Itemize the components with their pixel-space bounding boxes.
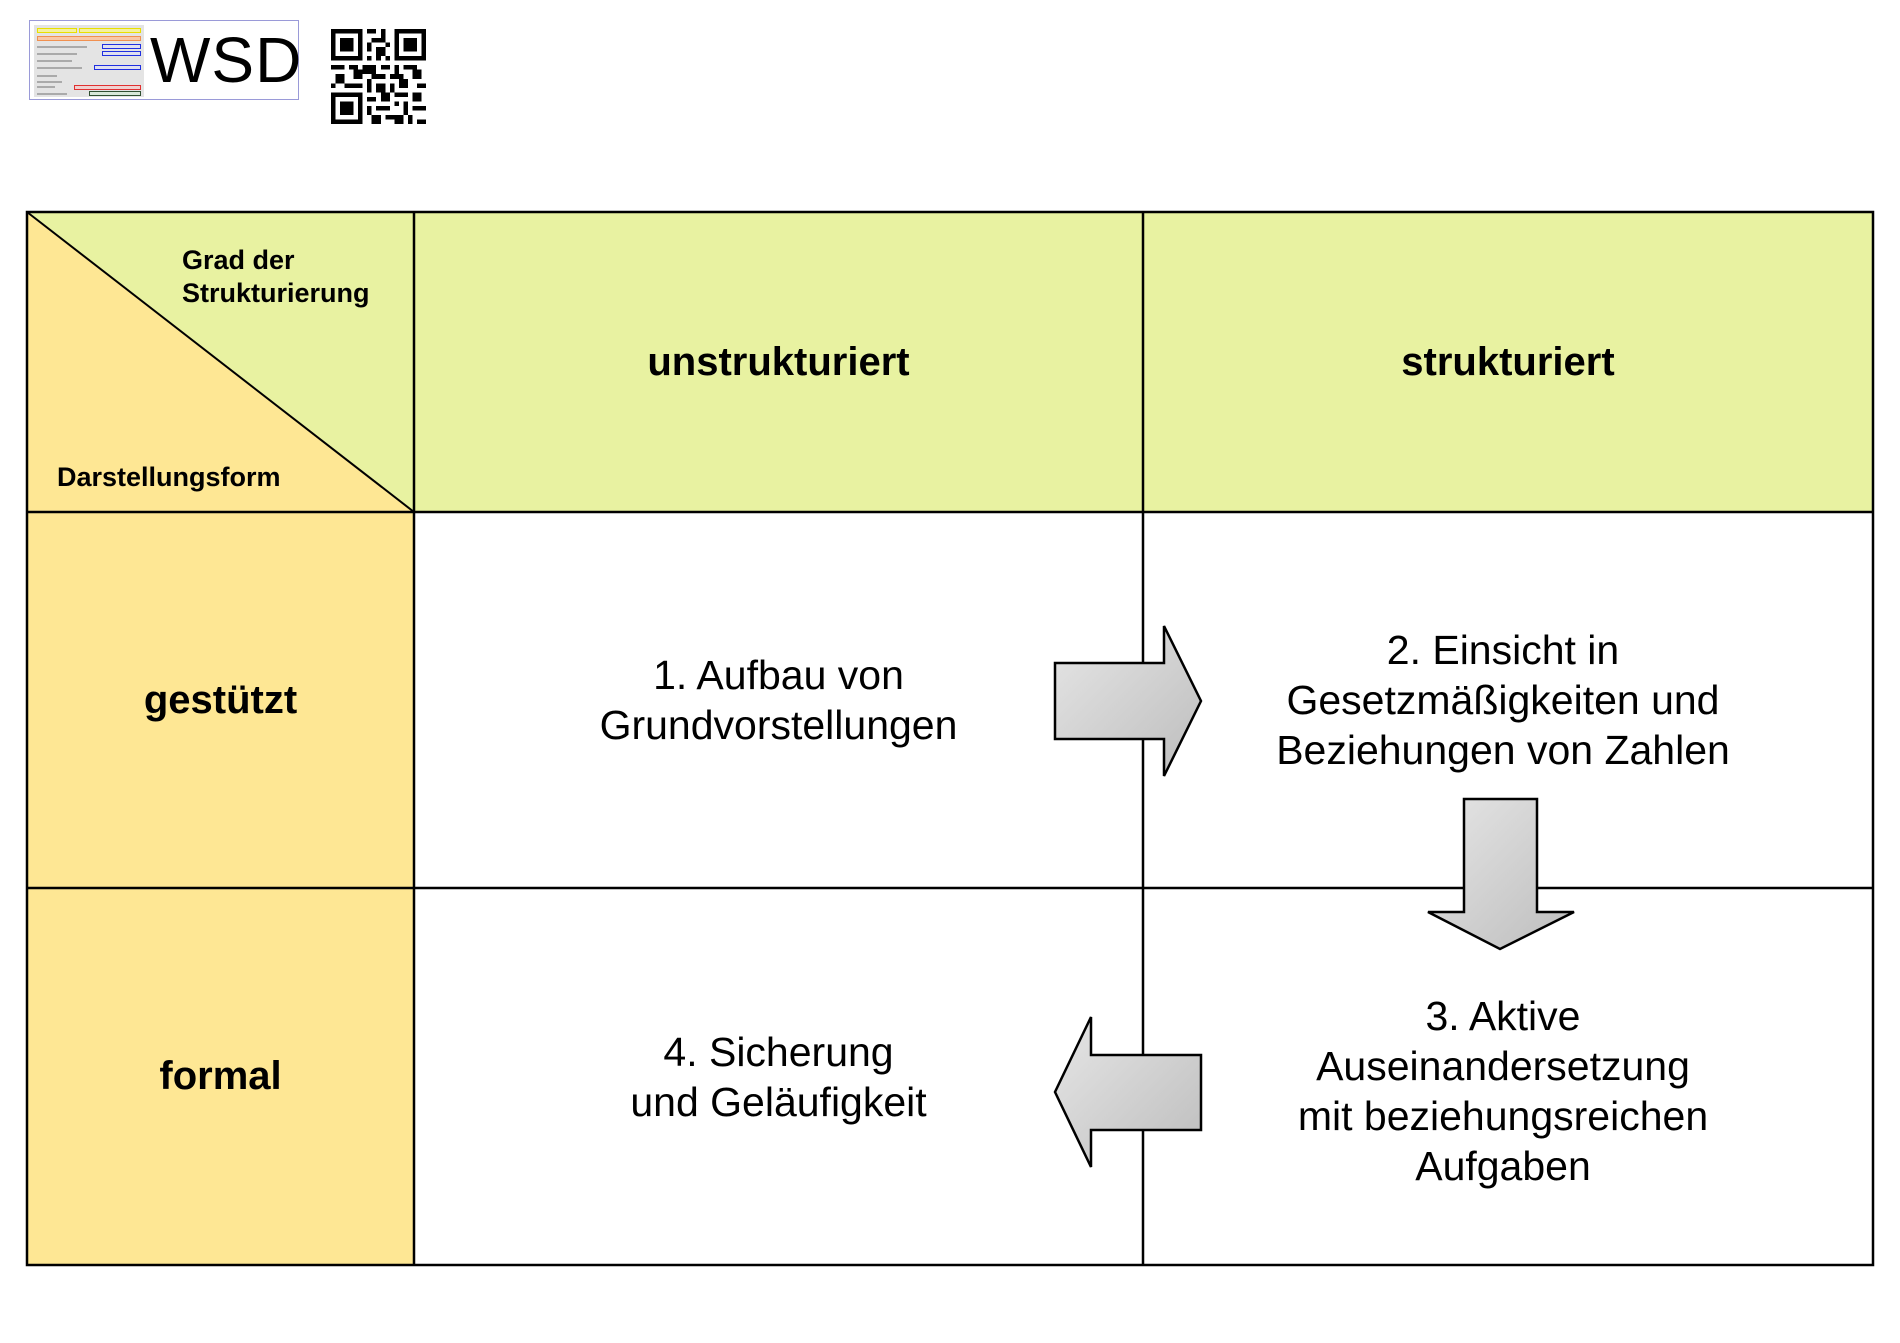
- column-header-unstructured: unstrukturiert: [414, 212, 1143, 512]
- arrow-right-icon: [1053, 625, 1203, 777]
- cell-stage-2: 2. Einsicht in Gesetzmäßigkeiten und Bez…: [1143, 512, 1873, 888]
- corner-diagonal: [26, 211, 415, 513]
- stage-text: 4. Sicherung und Geläufigkeit: [630, 1028, 927, 1125]
- stage-text: 1. Aufbau von Grundvorstellungen: [599, 652, 958, 748]
- arrow-down-icon: [1427, 797, 1575, 951]
- cell-stage-1: 1. Aufbau von Grundvorstellungen: [414, 512, 1143, 888]
- stage-text: 2. Einsicht in Gesetzmäßigkeiten und Bez…: [1276, 627, 1730, 773]
- matrix-border: [25, 210, 1875, 1267]
- stage-text: 3. Aktive Auseinandersetzung mit beziehu…: [1297, 993, 1709, 1189]
- row-header-formal: formal: [27, 888, 414, 1265]
- column-header-label: strukturiert: [1401, 339, 1615, 384]
- corner-label-representation: Darstellungsform: [57, 462, 281, 492]
- corner-label-structuring-degree: Grad der Strukturierung: [182, 245, 370, 308]
- row-header-supported: gestützt: [27, 512, 414, 888]
- column-header-label: unstrukturiert: [647, 339, 910, 384]
- cell-stage-3: 3. Aktive Auseinandersetzung mit beziehu…: [1143, 945, 1873, 1237]
- cell-stage-4: 4. Sicherung und Geläufigkeit: [414, 888, 1143, 1265]
- row-header-label: gestützt: [143, 677, 298, 722]
- row-header-label: formal: [159, 1054, 282, 1098]
- arrow-left-icon: [1053, 1016, 1203, 1168]
- wsd-logo: WSD: [29, 20, 303, 100]
- column-header-structured: strukturiert: [1143, 212, 1873, 512]
- qr-code-icon: [331, 29, 426, 124]
- form-screenshot-thumbnail-icon: [34, 25, 144, 97]
- logo-text: WSD: [150, 24, 303, 96]
